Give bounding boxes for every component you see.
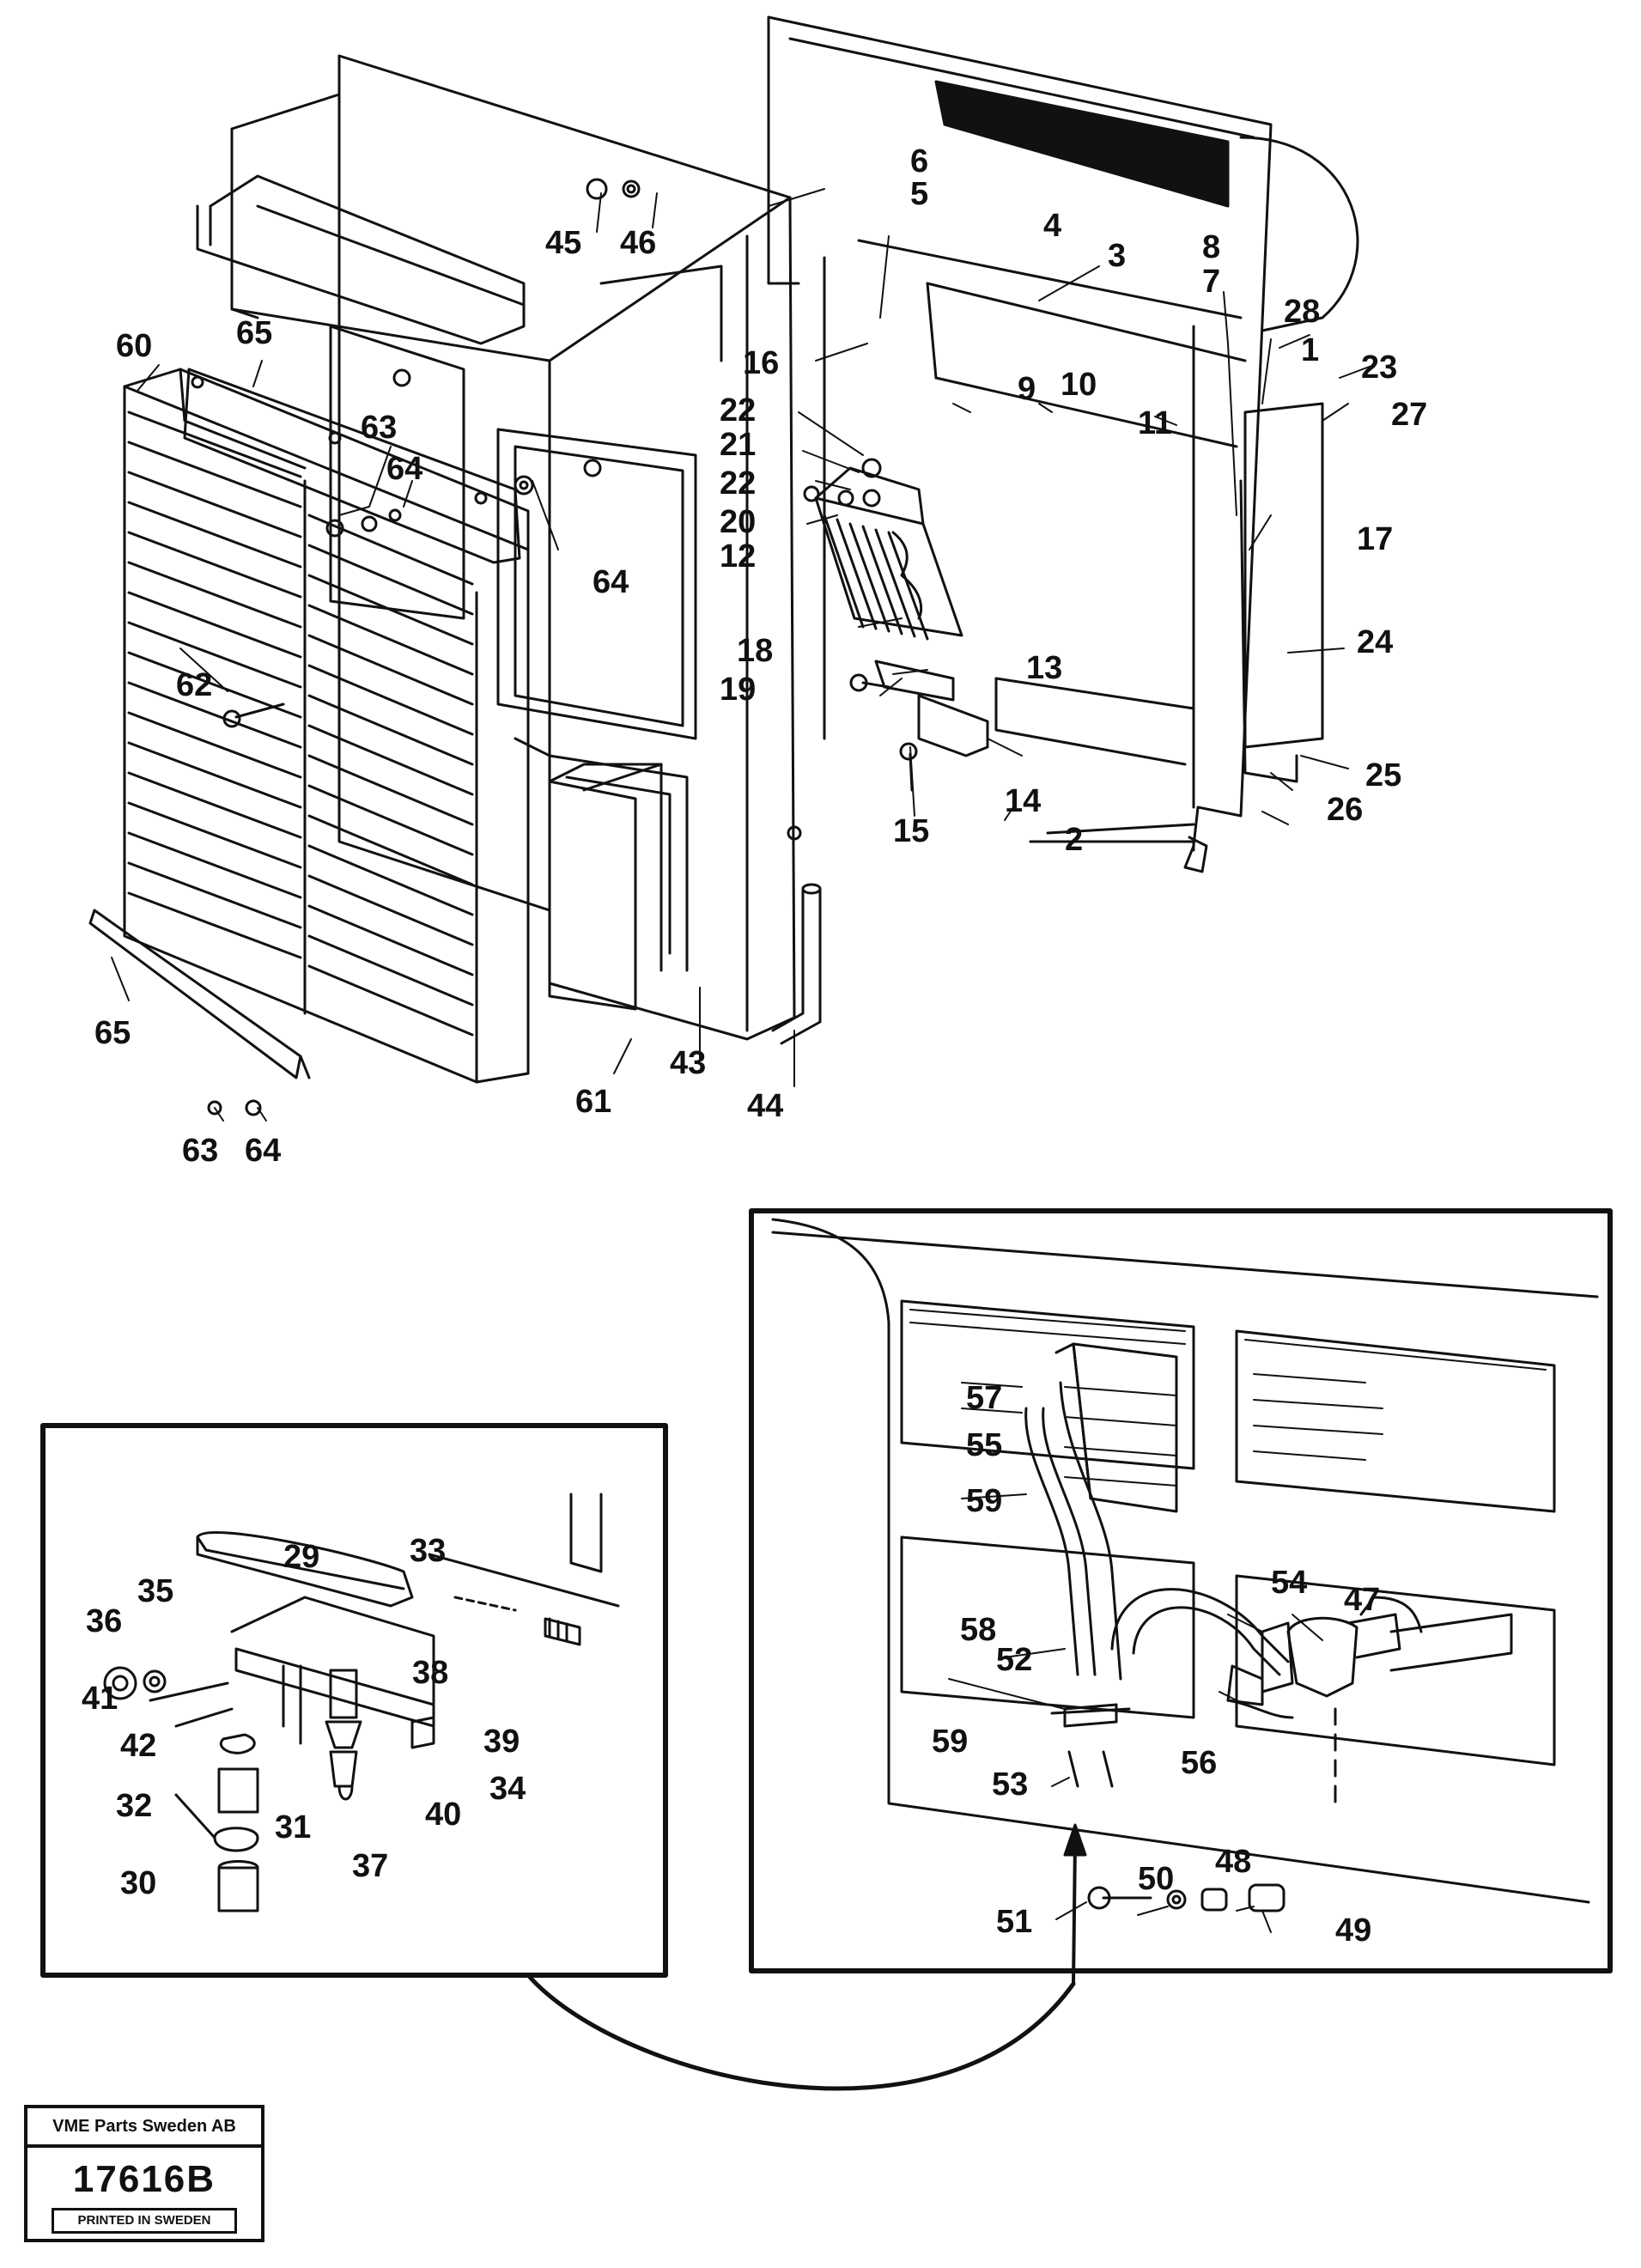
part-label-20: 20 — [720, 504, 756, 540]
part-label-65-upper: 65 — [236, 315, 272, 351]
part-label-14: 14 — [1005, 783, 1041, 819]
part-label-51: 51 — [996, 1904, 1032, 1940]
printed-in-label: PRINTED IN SWEDEN — [52, 2208, 237, 2234]
fasteners — [207, 178, 918, 1116]
part-label-12: 12 — [720, 538, 756, 575]
part-label-40: 40 — [425, 1797, 461, 1833]
company-name: VME Parts Sweden AB — [27, 2108, 261, 2148]
part-label-18: 18 — [737, 633, 773, 669]
detail-connection-arrow — [526, 1823, 1087, 2091]
heater-core — [814, 466, 963, 641]
part-label-59-upper: 59 — [966, 1483, 1002, 1519]
part-label-31: 31 — [275, 1809, 311, 1845]
part-label-17: 17 — [1357, 521, 1393, 557]
part-label-41: 41 — [82, 1681, 118, 1717]
carry-handle — [196, 174, 526, 345]
part-label-58: 58 — [960, 1612, 996, 1648]
part-label-13: 13 — [1026, 650, 1062, 686]
heater-housing — [230, 54, 802, 1041]
part-label-22-upper: 22 — [720, 392, 756, 429]
part-label-39: 39 — [483, 1724, 520, 1760]
part-label-43: 43 — [670, 1045, 706, 1081]
part-label-26: 26 — [1327, 792, 1363, 828]
part-label-19: 19 — [720, 672, 756, 708]
part-label-53: 53 — [992, 1766, 1028, 1803]
part-label-28: 28 — [1284, 294, 1320, 330]
part-label-29: 29 — [283, 1539, 319, 1575]
part-label-27: 27 — [1391, 397, 1427, 433]
part-label-7: 7 — [1202, 264, 1220, 300]
part-label-9: 9 — [1018, 371, 1036, 407]
part-label-22-lower: 22 — [720, 465, 756, 502]
part-label-3: 3 — [1108, 238, 1126, 274]
part-label-21: 21 — [720, 427, 756, 463]
title-block: VME Parts Sweden AB 17616B PRINTED IN SW… — [24, 2105, 264, 2242]
part-label-34: 34 — [489, 1771, 526, 1807]
drain-tube — [771, 883, 822, 1045]
leader-lines — [111, 188, 1375, 1122]
part-label-47: 47 — [1344, 1582, 1380, 1618]
part-labels: 1 2 3 4 5 6 7 8 9 10 11 12 13 14 15 16 1… — [82, 143, 1427, 1949]
part-label-5: 5 — [910, 176, 928, 212]
part-label-64-lower: 64 — [245, 1133, 281, 1169]
part-label-59-lower: 59 — [932, 1724, 968, 1760]
part-label-64-right: 64 — [593, 564, 629, 600]
grille-lower-strip — [88, 909, 311, 1079]
part-label-44: 44 — [747, 1088, 783, 1124]
part-label-24: 24 — [1357, 624, 1393, 660]
part-label-35: 35 — [137, 1573, 173, 1609]
inset-pipe-frame — [749, 1208, 1613, 1973]
part-label-2: 2 — [1065, 822, 1083, 858]
part-label-63-upper: 63 — [361, 410, 397, 446]
part-label-48: 48 — [1215, 1844, 1251, 1880]
inset-thermostat-frame — [40, 1423, 668, 1978]
part-label-25: 25 — [1365, 757, 1401, 793]
front-grille — [123, 368, 530, 1084]
part-label-37: 37 — [352, 1848, 388, 1884]
part-label-52: 52 — [996, 1642, 1032, 1678]
part-label-65-lower: 65 — [94, 1015, 131, 1051]
part-label-4: 4 — [1043, 208, 1061, 244]
part-label-56: 56 — [1181, 1745, 1217, 1781]
drawing-number: 17616B — [72, 2158, 216, 2200]
part-label-6: 6 — [910, 143, 928, 179]
part-label-10: 10 — [1061, 367, 1097, 403]
part-label-23: 23 — [1361, 350, 1397, 386]
bracket-14 — [874, 660, 989, 757]
part-label-1: 1 — [1301, 332, 1319, 368]
part-label-49: 49 — [1335, 1912, 1371, 1949]
part-label-16: 16 — [743, 345, 779, 381]
part-label-42: 42 — [120, 1728, 156, 1764]
part-label-61: 61 — [575, 1084, 611, 1120]
part-label-15: 15 — [893, 813, 929, 849]
part-label-38: 38 — [412, 1655, 448, 1691]
part-label-30: 30 — [120, 1865, 156, 1901]
part-label-8: 8 — [1202, 229, 1220, 265]
filter-element — [548, 763, 663, 1011]
grille-upper-strip — [183, 368, 521, 564]
rear-frame — [767, 15, 1359, 873]
part-label-50: 50 — [1138, 1861, 1174, 1897]
part-label-11: 11 — [1138, 405, 1172, 441]
part-label-57: 57 — [966, 1380, 1002, 1416]
part-label-62: 62 — [176, 667, 212, 703]
part-label-54: 54 — [1271, 1565, 1307, 1601]
part-label-60: 60 — [116, 328, 152, 364]
part-label-36: 36 — [86, 1603, 122, 1639]
part-label-46: 46 — [620, 225, 656, 261]
part-label-32: 32 — [116, 1788, 152, 1824]
part-label-63-lower: 63 — [182, 1133, 218, 1169]
side-bracket — [1239, 402, 1324, 783]
part-label-55: 55 — [966, 1427, 1002, 1463]
part-label-33: 33 — [410, 1533, 446, 1569]
part-label-45: 45 — [545, 225, 581, 261]
part-label-64-upper: 64 — [386, 451, 422, 487]
